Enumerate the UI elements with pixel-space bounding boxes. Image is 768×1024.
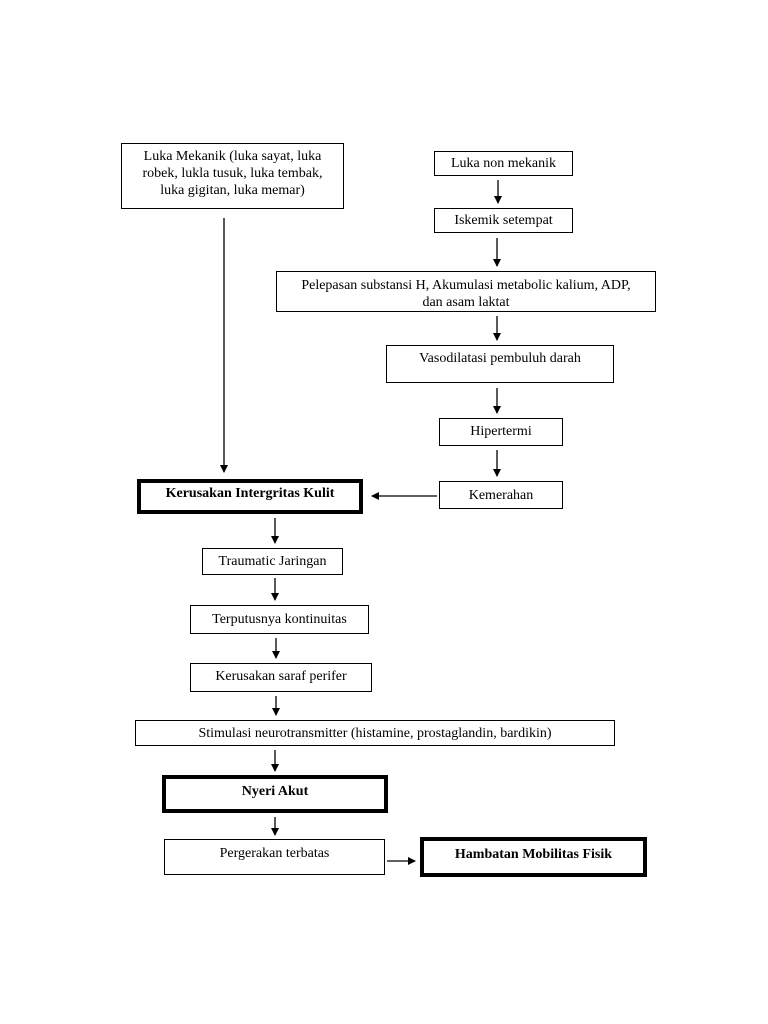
node-vasodilatasi-label: Vasodilatasi pembuluh darah xyxy=(419,351,581,366)
node-pergerakan: Pergerakan terbatas xyxy=(164,839,385,875)
node-kemerahan-label: Kemerahan xyxy=(468,488,534,503)
node-hipertermi-label: Hipertermi xyxy=(470,424,532,439)
node-traumatic: Traumatic Jaringan xyxy=(202,548,343,575)
node-pergerakan-label: Pergerakan terbatas xyxy=(219,846,330,861)
node-kerusakan-integritas-label: Kerusakan Intergritas Kulit xyxy=(165,486,335,501)
node-kemerahan: Kemerahan xyxy=(439,481,563,509)
node-hipertermi: Hipertermi xyxy=(439,418,563,446)
node-luka-mekanik-label: Luka Mekanik (luka sayat, luka robek, lu… xyxy=(142,149,323,198)
node-luka-mekanik: Luka Mekanik (luka sayat, luka robek, lu… xyxy=(121,143,344,209)
node-vasodilatasi: Vasodilatasi pembuluh darah xyxy=(386,345,614,383)
node-pelepasan: Pelepasan substansi H, Akumulasi metabol… xyxy=(276,271,656,312)
node-terputusnya: Terputusnya kontinuitas xyxy=(190,605,369,634)
node-luka-non-mekanik: Luka non mekanik xyxy=(434,151,573,176)
node-hambatan: Hambatan Mobilitas Fisik xyxy=(420,837,647,877)
node-kerusakan-saraf-label: Kerusakan saraf perifer xyxy=(215,669,347,684)
node-iskemik: Iskemik setempat xyxy=(434,208,573,233)
node-pelepasan-label: Pelepasan substansi H, Akumulasi metabol… xyxy=(301,278,631,310)
node-nyeri-akut: Nyeri Akut xyxy=(162,775,388,813)
node-traumatic-label: Traumatic Jaringan xyxy=(218,554,327,569)
node-iskemik-label: Iskemik setempat xyxy=(454,213,553,228)
node-hambatan-label: Hambatan Mobilitas Fisik xyxy=(454,847,613,862)
node-luka-non-mekanik-label: Luka non mekanik xyxy=(451,156,556,171)
node-kerusakan-integritas: Kerusakan Intergritas Kulit xyxy=(137,479,363,514)
node-terputusnya-label: Terputusnya kontinuitas xyxy=(212,612,347,627)
node-stimulasi-label: Stimulasi neurotransmitter (histamine, p… xyxy=(198,726,552,741)
node-stimulasi: Stimulasi neurotransmitter (histamine, p… xyxy=(135,720,615,746)
node-kerusakan-saraf: Kerusakan saraf perifer xyxy=(190,663,372,692)
node-nyeri-akut-label: Nyeri Akut xyxy=(241,784,309,799)
